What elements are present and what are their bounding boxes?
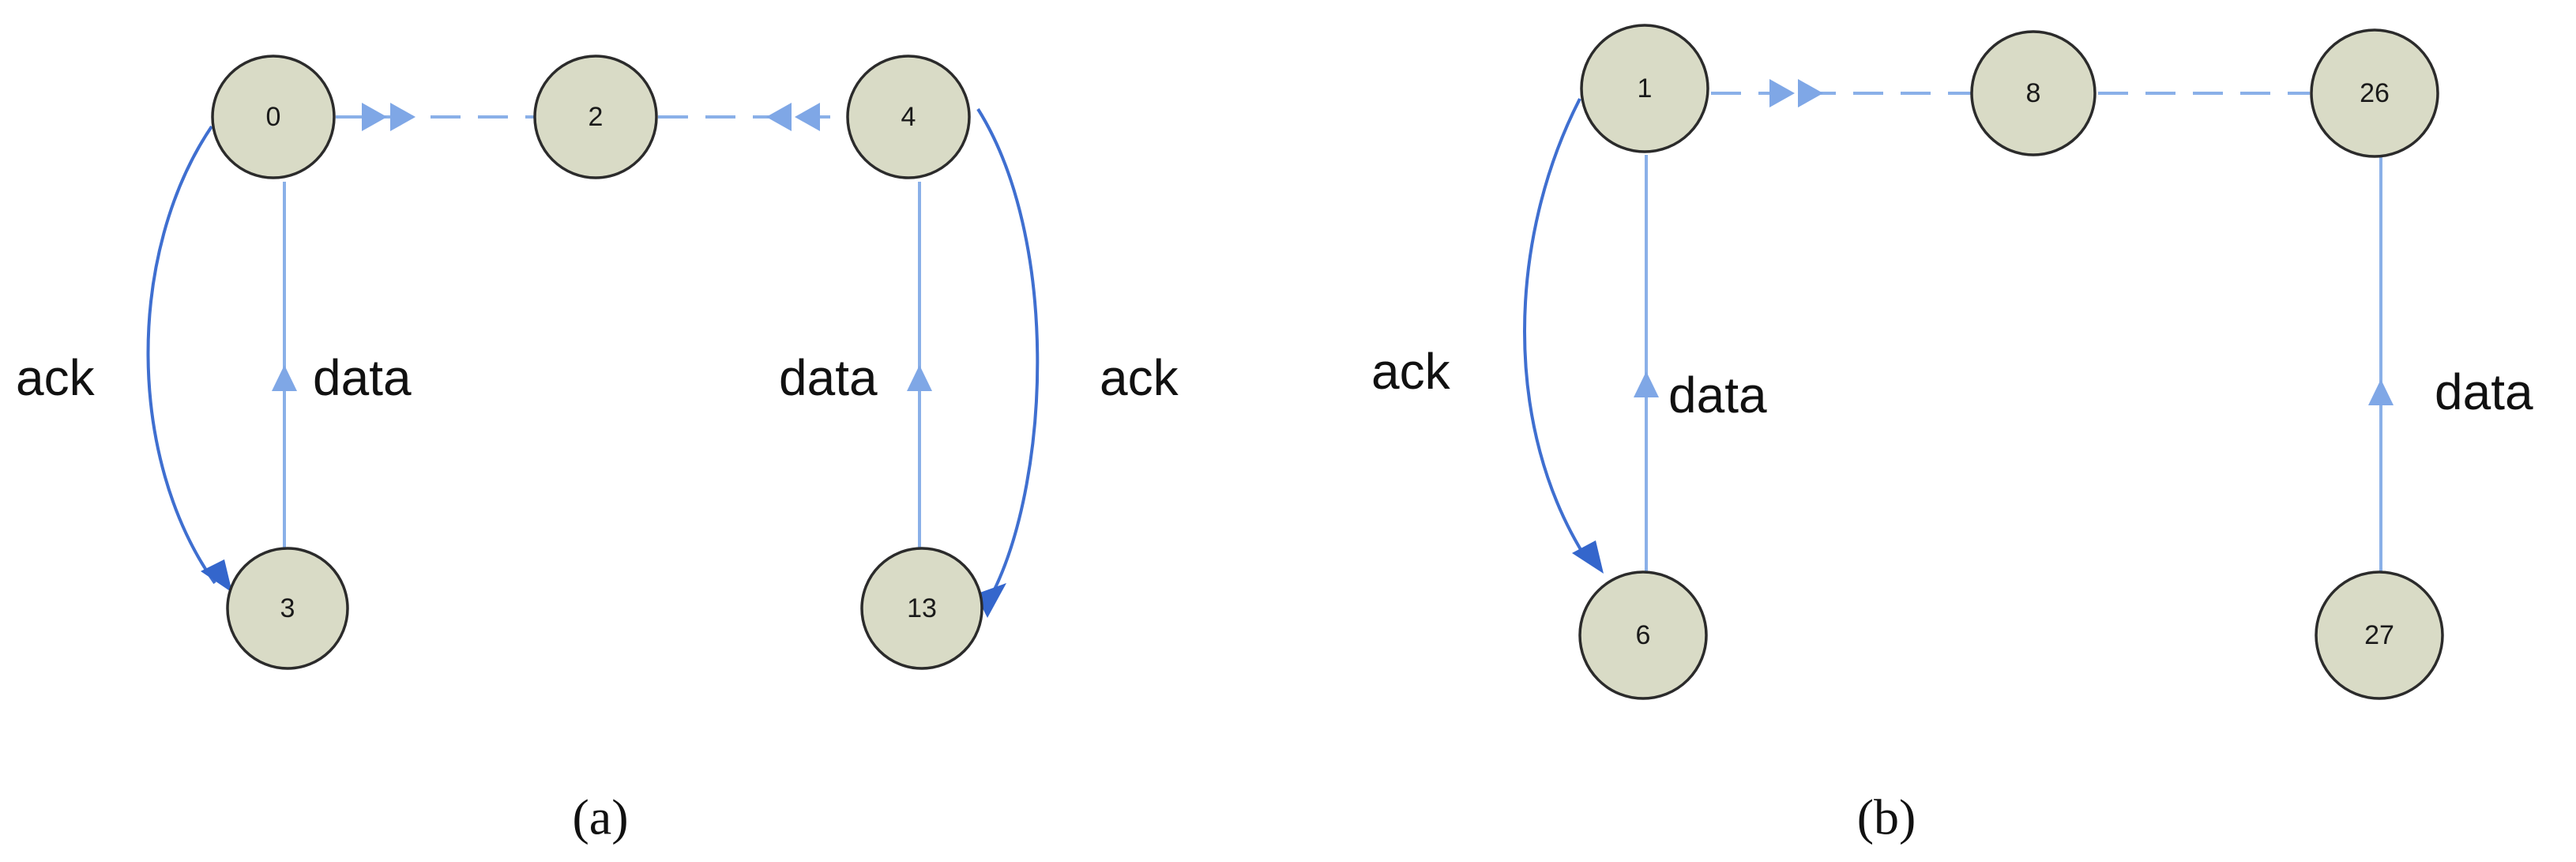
data-arrow-6-1 [1634, 371, 1659, 397]
data-arrow-13-4 [907, 365, 932, 391]
data-arrow-27-26 [2368, 379, 2394, 405]
node-0: 0 [211, 55, 336, 179]
node-4: 4 [846, 55, 971, 179]
node-3: 3 [226, 547, 349, 670]
panel-a: 0 2 4 3 13 ack data data ack (a) [16, 55, 1179, 845]
ack-arrow-1-6 [1572, 540, 1604, 574]
node-label: 13 [907, 593, 937, 623]
label-ack-1-6: ack [1371, 343, 1451, 400]
ack-edge-1-6 [1523, 98, 1589, 563]
arrowhead-4-2-a [766, 103, 792, 131]
node-label: 26 [2360, 78, 2390, 108]
node-label: 3 [280, 593, 295, 623]
panel-b: 1 8 26 6 27 ack data data (b) [1371, 24, 2533, 845]
node-6: 6 [1578, 570, 1708, 700]
node-label: 2 [589, 102, 604, 132]
arrowhead-4-2-b [795, 103, 820, 131]
arrowhead-1-8-b [1798, 79, 1823, 107]
label-data-3-0: data [313, 349, 412, 406]
node-1: 1 [1580, 24, 1709, 153]
label-ack-0-3: ack [16, 349, 96, 406]
node-label: 8 [2026, 78, 2041, 108]
node-label: 0 [266, 102, 281, 132]
ack-arrow-0-3 [201, 559, 232, 593]
node-8: 8 [1970, 30, 2097, 156]
node-13: 13 [860, 547, 983, 670]
label-ack-4-13: ack [1100, 349, 1179, 406]
caption-b: (b) [1857, 789, 1916, 845]
arrowhead-0-2-a [362, 103, 387, 131]
node-26: 26 [2310, 28, 2439, 158]
node-label: 4 [901, 102, 916, 132]
label-data-13-4: data [779, 349, 878, 406]
data-arrow-3-0 [272, 365, 297, 391]
ack-edge-4-13 [976, 107, 1040, 592]
ack-arrow-4-13 [976, 583, 1006, 618]
arrowhead-1-8-a [1769, 79, 1795, 107]
ack-edge-0-3 [146, 125, 216, 585]
caption-a: (a) [572, 789, 628, 845]
label-data-6-1: data [1668, 367, 1767, 423]
node-label: 1 [1638, 73, 1653, 104]
node-label: 6 [1636, 620, 1651, 650]
label-data-27-26: data [2435, 363, 2533, 420]
arrowhead-0-2-b [390, 103, 416, 131]
node-2: 2 [533, 55, 658, 179]
node-27: 27 [2315, 570, 2444, 700]
node-label: 27 [2364, 620, 2394, 650]
